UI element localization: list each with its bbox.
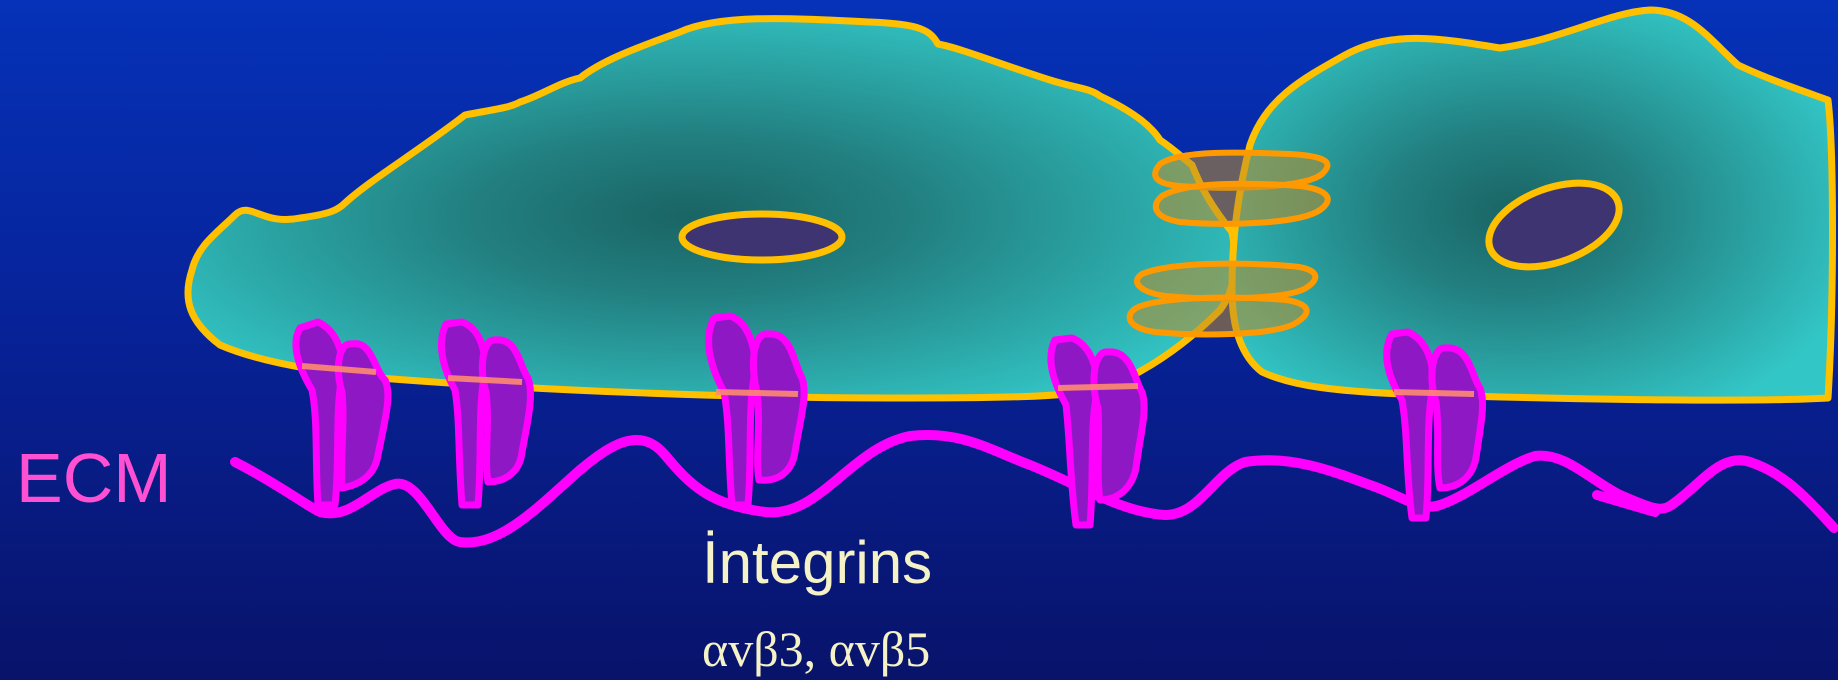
integrin-3	[709, 316, 805, 505]
integrin-2	[441, 322, 530, 505]
junction-ring-2	[1156, 184, 1328, 224]
junction-ring-3	[1137, 264, 1315, 299]
left-nucleus	[682, 214, 842, 260]
integrin-4	[1051, 338, 1144, 525]
junction-ring-4	[1130, 298, 1307, 335]
ecm-label: ECM	[16, 440, 172, 516]
integrin-types-label: αvβ3, αvβ5	[702, 620, 930, 678]
integrins-label: İntegrins	[702, 528, 932, 598]
